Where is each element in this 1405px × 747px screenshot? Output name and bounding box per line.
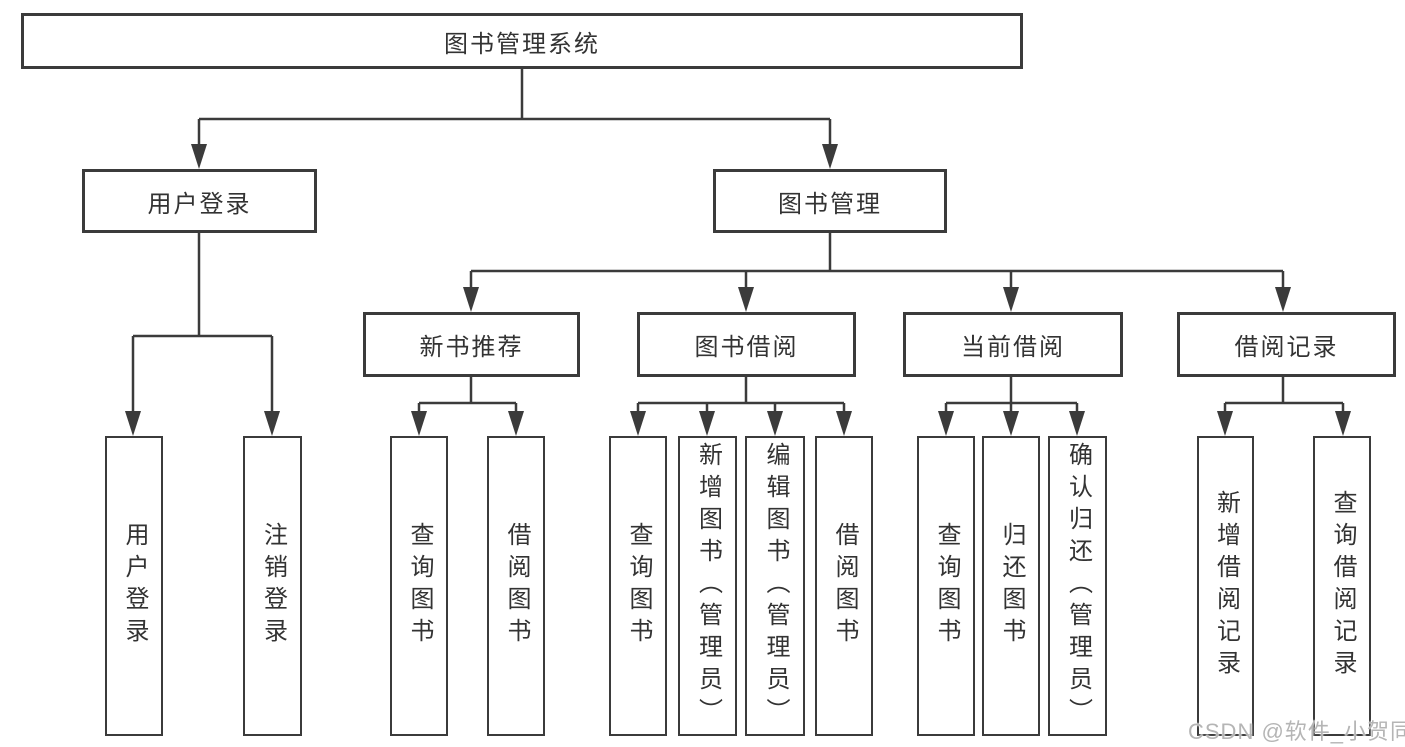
leaf-query-books-recommend: 查询图书 [390, 436, 448, 736]
node-current-borrow: 当前借阅 [903, 312, 1123, 377]
node-borrow-records: 借阅记录 [1177, 312, 1396, 377]
leaf-add-books-admin: 新增图书（管理员） [678, 436, 737, 736]
leaf-query-books-borrow: 查询图书 [609, 436, 667, 736]
node-new-book-recommend: 新书推荐 [363, 312, 580, 377]
connector-new-book-branch [411, 377, 524, 436]
connector-root-to-level2 [191, 68, 838, 169]
connector-book-borrow-branch [630, 377, 852, 436]
leaf-return-books: 归还图书 [982, 436, 1040, 736]
leaf-query-borrow-record: 查询借阅记录 [1313, 436, 1371, 736]
leaf-user-login: 用户登录 [105, 436, 163, 736]
leaf-confirm-return-admin: 确认归还（管理员） [1048, 436, 1107, 736]
leaf-add-borrow-record: 新增借阅记录 [1197, 436, 1254, 736]
leaf-logout-login: 注销登录 [243, 436, 302, 736]
connector-current-borrow-branch [938, 377, 1085, 436]
connector-borrow-records-branch [1217, 377, 1351, 436]
csdn-watermark: CSDN @软件_小贺同学 [1188, 719, 1405, 744]
leaf-borrow-books-borrow: 借阅图书 [815, 436, 873, 736]
leaf-edit-books-admin: 编辑图书（管理员） [745, 436, 805, 736]
leaf-borrow-books-recommend: 借阅图书 [487, 436, 545, 736]
connector-book-management-branch [463, 233, 1291, 312]
node-user-login: 用户登录 [82, 169, 317, 233]
node-root-library-system: 图书管理系统 [21, 13, 1023, 69]
leaf-query-books-current: 查询图书 [917, 436, 975, 736]
node-book-management: 图书管理 [713, 169, 947, 233]
node-book-borrow: 图书借阅 [637, 312, 856, 377]
connector-user-login-branch [125, 233, 280, 436]
